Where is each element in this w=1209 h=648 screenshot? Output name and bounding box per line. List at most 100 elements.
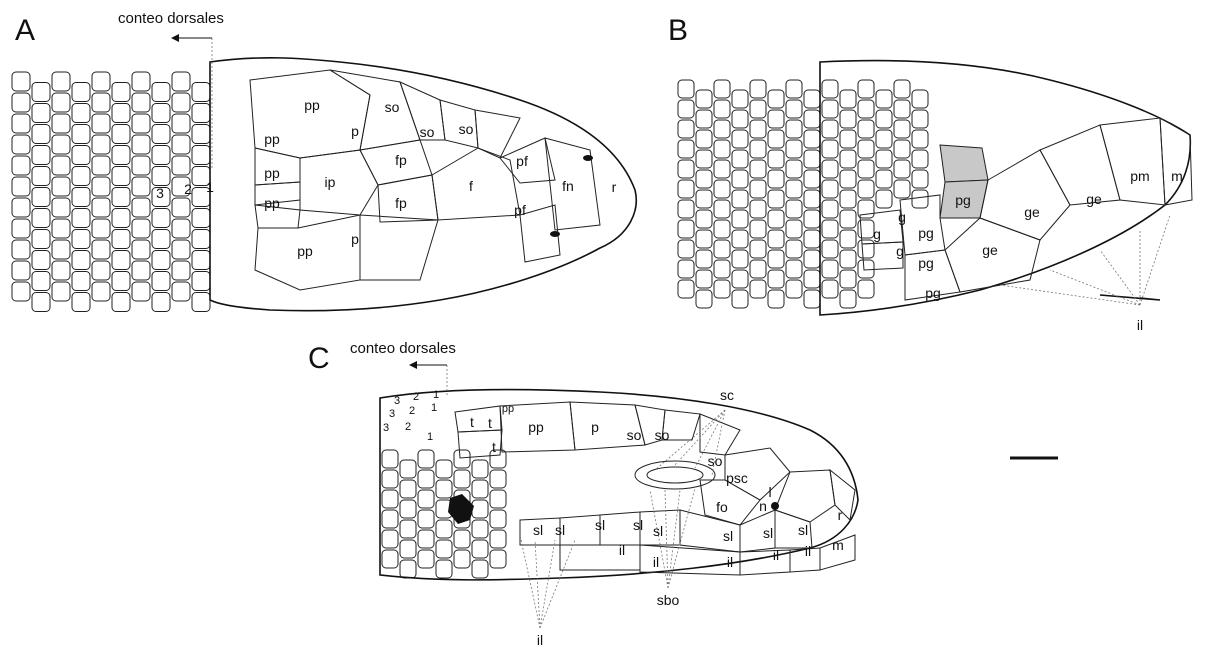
body-scale [192,104,210,123]
panel-a-label: pp [297,243,313,259]
body-scale [732,250,748,268]
body-scale [912,150,928,168]
body-scale [858,120,874,138]
body-scale [152,83,170,102]
body-scale [696,270,712,288]
body-scale [72,188,90,207]
body-scale [382,470,398,488]
body-scale [32,104,50,123]
body-scale [132,72,150,91]
panel-c-count: 3 [383,422,389,434]
body-scale [696,110,712,128]
body-scale [768,290,784,308]
body-scale [52,177,70,196]
panel-a-label: pp [264,131,280,147]
body-scale [678,80,694,98]
body-scale [172,219,190,238]
body-scale [72,230,90,249]
body-scale [132,282,150,301]
panel-b-jaw [1100,295,1160,300]
body-scale [894,80,910,98]
body-scale [912,110,928,128]
body-scale [400,560,416,578]
panel-c-count: 1 [427,431,433,443]
body-scale [750,120,766,138]
body-scale [72,209,90,228]
body-scale [52,114,70,133]
body-scale [400,480,416,498]
body-scale [804,230,820,248]
body-scale [152,146,170,165]
body-scale [172,135,190,154]
body-scale [132,198,150,217]
panel-c-label: sl [798,522,808,538]
panel-b-il-pointers [1000,215,1170,305]
body-scale [382,550,398,568]
body-scale [768,250,784,268]
body-scale [152,230,170,249]
body-scale [714,180,730,198]
panel-c-label: m [832,537,844,553]
panel-a-scales [12,72,210,312]
panel-a-label: fp [395,195,407,211]
panel-c-label: so [627,427,642,443]
body-scale [804,190,820,208]
body-scale [112,167,130,186]
panel-c-label: sl [723,528,733,544]
body-scale [112,251,130,270]
panel-c-label: n [759,498,767,514]
body-scale [112,83,130,102]
panel-c-label: pp [502,403,514,415]
body-scale [92,177,110,196]
panel-c-label: sl [763,525,773,541]
body-scale [822,140,838,158]
body-scale [92,219,110,238]
body-scale [32,83,50,102]
body-scale [714,140,730,158]
panel-c-label: sl [533,522,543,538]
body-scale [172,93,190,112]
body-scale [152,293,170,312]
body-scale [418,470,434,488]
body-scale [32,167,50,186]
body-scale [822,120,838,138]
body-scale [112,293,130,312]
body-scale [132,93,150,112]
panel-c-count: 2 [405,421,411,433]
body-scale [822,100,838,118]
body-scale [840,210,856,228]
body-scale [858,100,874,118]
body-scale [12,72,30,91]
body-scale [12,114,30,133]
body-scale [32,146,50,165]
panel-a-label: pf [514,202,526,218]
panel-c-label: psc [726,470,748,486]
panel-c-label: p [591,419,599,435]
body-scale [732,270,748,288]
body-scale [732,90,748,108]
body-scale [786,220,802,238]
body-scale [152,125,170,144]
panel-b-label: g [873,226,881,242]
body-scale [12,198,30,217]
body-scale [732,230,748,248]
panel-a-label: pp [264,195,280,211]
panel-c-sc-inner [647,467,703,483]
body-scale [750,80,766,98]
body-scale [912,190,928,208]
body-scale [490,490,506,508]
body-scale [732,150,748,168]
body-scale [92,135,110,154]
body-scale [454,470,470,488]
panel-b-label: pg [918,225,934,241]
body-scale [192,83,210,102]
body-scale [12,282,30,301]
panel-c-pointer-label: sc [720,387,734,403]
body-scale [696,130,712,148]
panel-c-pointer-label: sbo [657,592,680,608]
body-scale [172,261,190,280]
body-scale [876,170,892,188]
body-scale [714,200,730,218]
body-scale [858,160,874,178]
body-scale [172,114,190,133]
